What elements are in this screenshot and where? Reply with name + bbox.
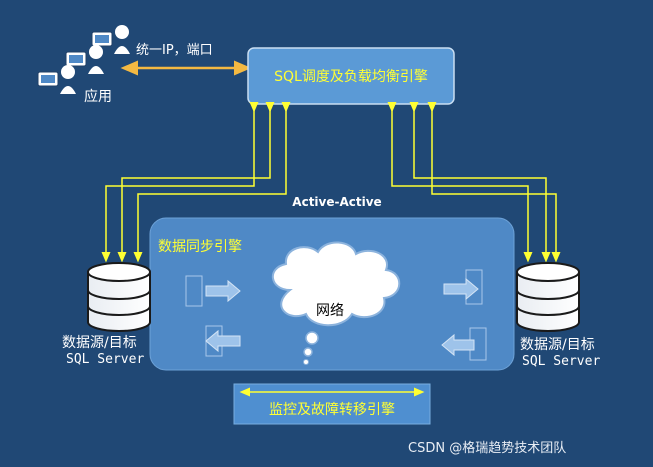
left-outbound-arrow-icon (185, 275, 241, 307)
monitor-label: 监控及故障转移引擎 (269, 402, 395, 418)
network-label: 网络 (316, 303, 344, 319)
network-cloud-icon (272, 241, 401, 365)
left-db-line2: SQL Server (66, 352, 145, 367)
right-db-line1: 数据源/目标 (520, 337, 595, 353)
left-inbound-arrow-icon (205, 325, 241, 357)
left-db-line1: 数据源/目标 (62, 335, 137, 351)
unified-entry-label: 统一IP，端口 (136, 43, 213, 58)
watermark: CSDN @格瑞趋势技术团队 (408, 441, 567, 456)
left-connectors (101, 102, 291, 263)
mode-label: Active-Active (292, 195, 382, 209)
left-database-icon (87, 262, 151, 332)
sql-engine-box (247, 47, 455, 105)
users-icon (37, 25, 130, 94)
right-database-icon (516, 262, 580, 332)
right-db-line2: SQL Server (522, 354, 601, 369)
right-connectors (387, 102, 561, 263)
app-label: 应用 (84, 89, 112, 105)
right-inbound-arrow-icon (443, 269, 483, 305)
sql-engine-label: SQL调度及负载均衡引擎 (274, 69, 428, 85)
right-outbound-arrow-icon (441, 327, 487, 361)
sync-engine-label: 数据同步引擎 (158, 239, 242, 255)
